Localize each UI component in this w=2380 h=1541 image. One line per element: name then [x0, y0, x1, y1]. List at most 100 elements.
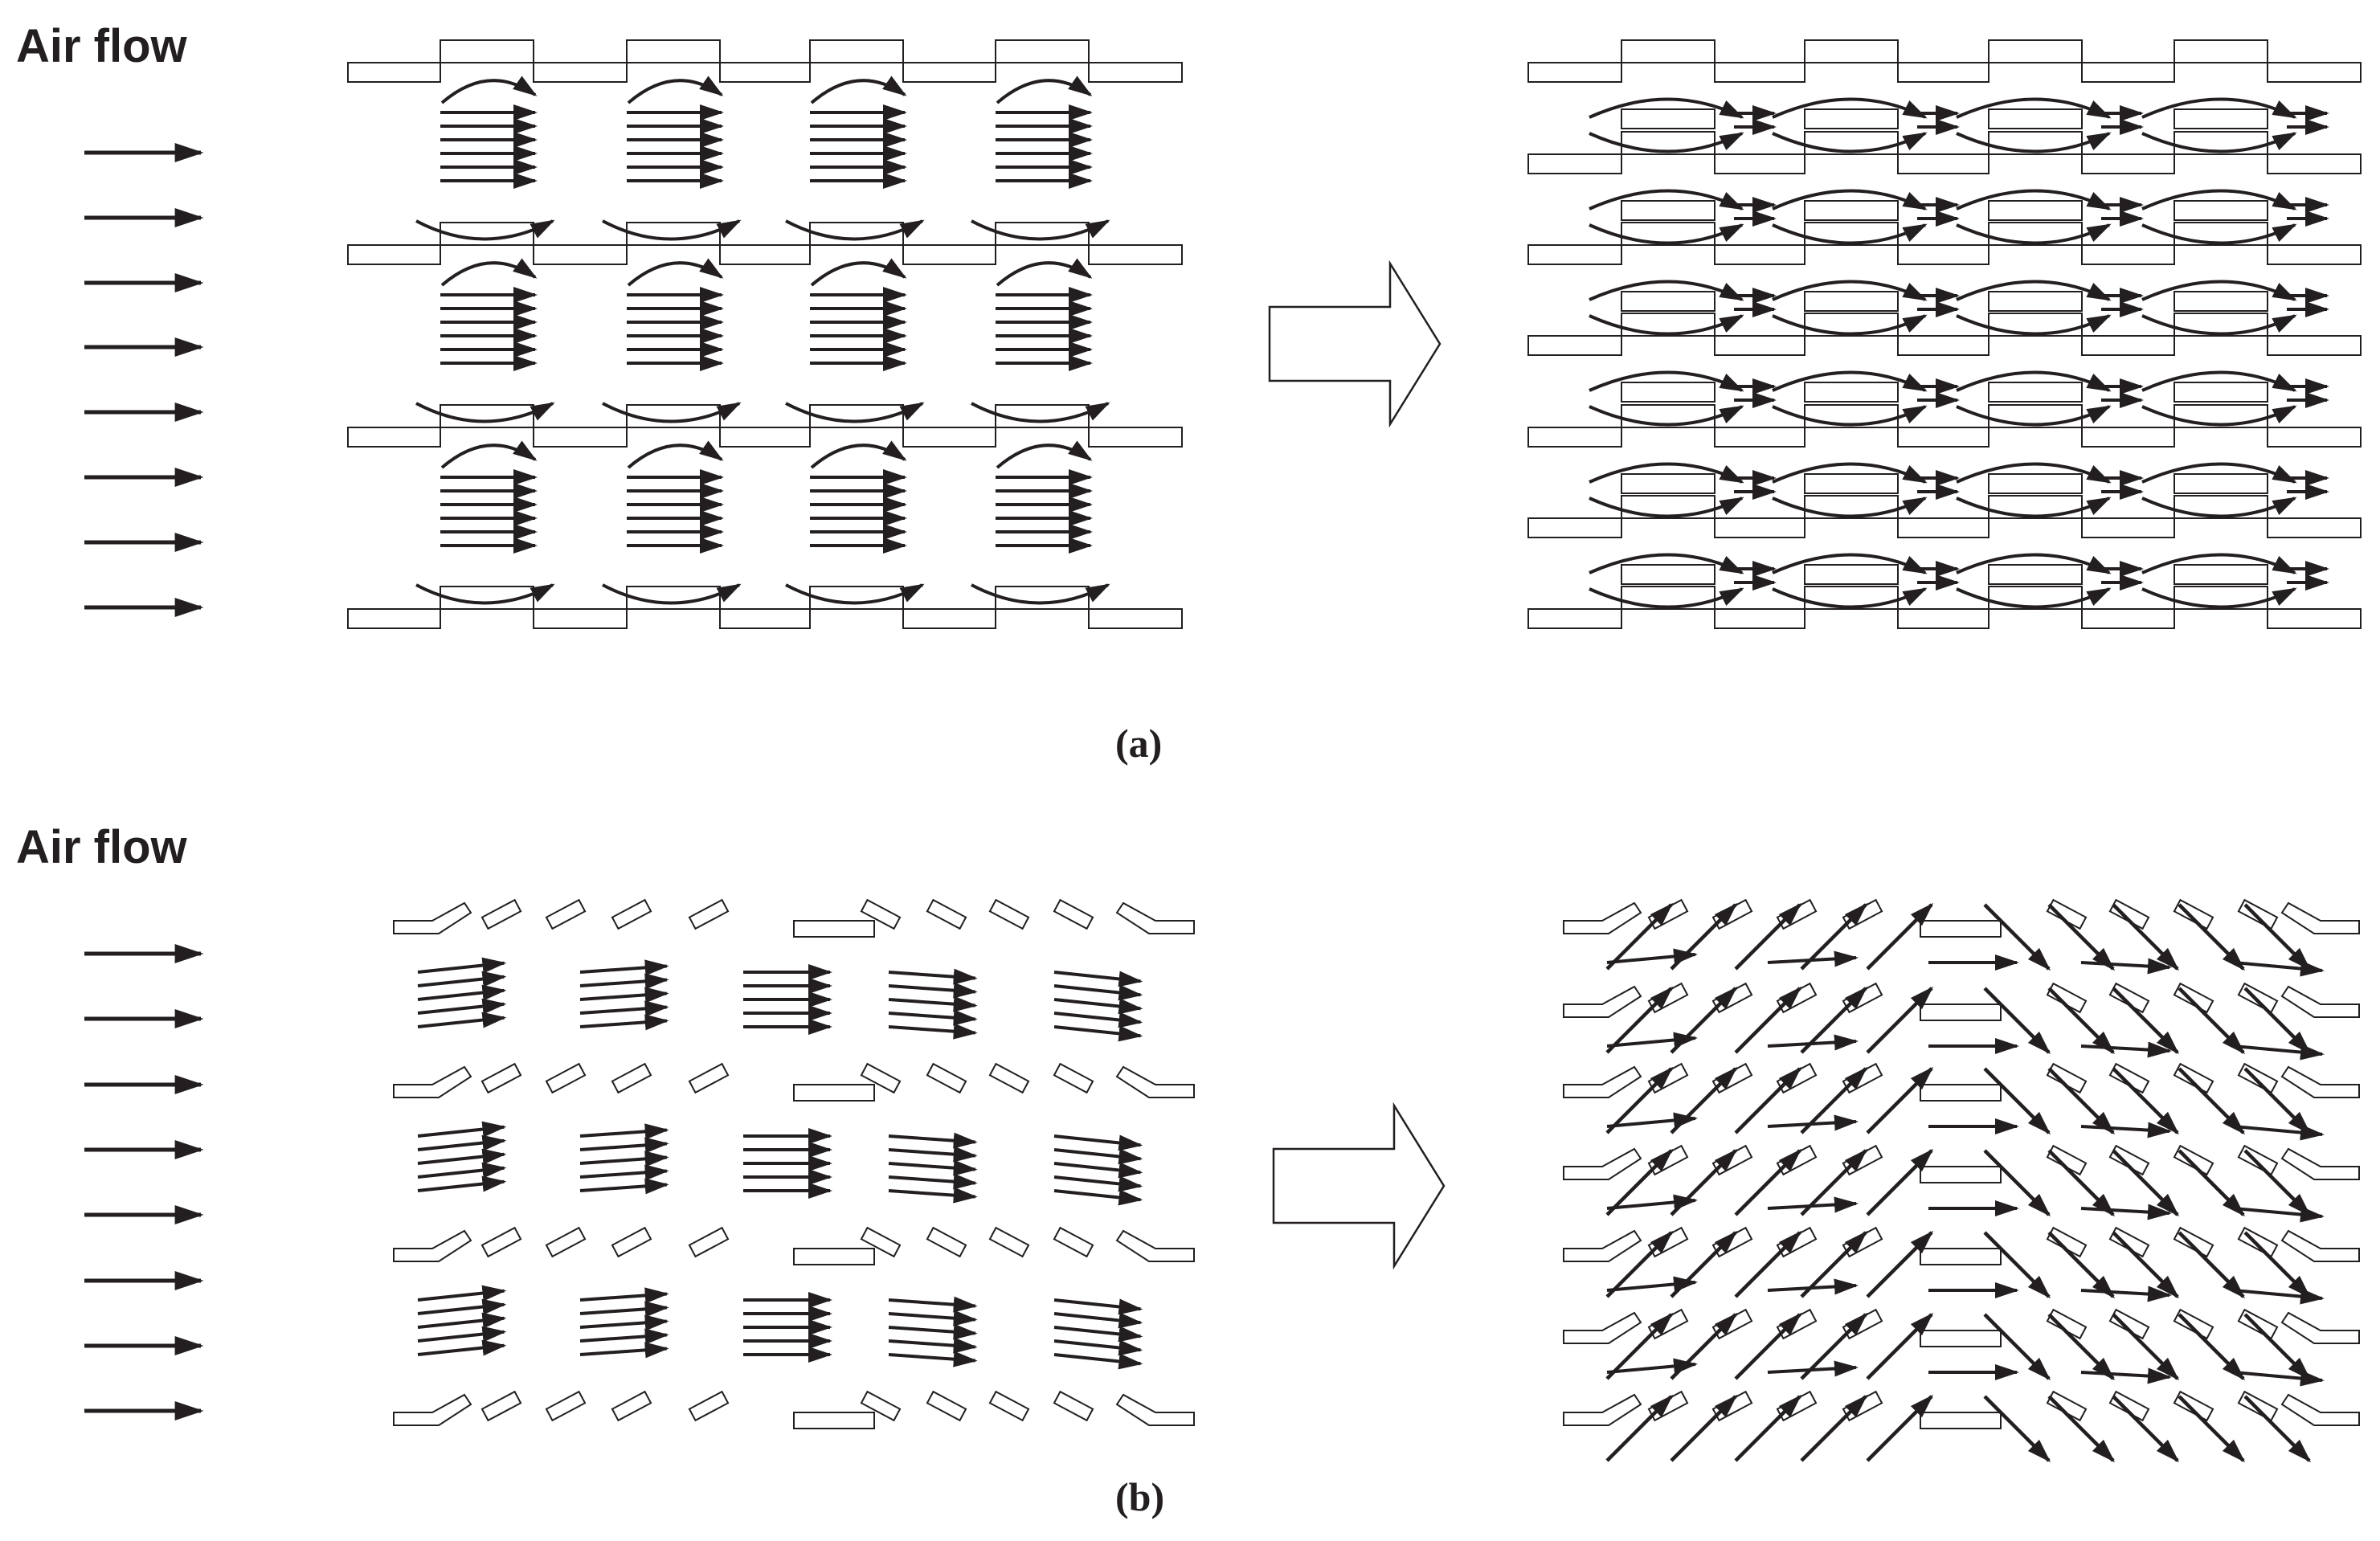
fin-segment	[1527, 517, 1622, 538]
flow-arrow	[1800, 1394, 1868, 1462]
flow-arc	[2141, 97, 2297, 119]
louver	[1053, 1226, 1094, 1258]
flow-arrow	[2080, 1367, 2172, 1384]
flow-arc	[1589, 97, 1744, 119]
flow-arrow	[2080, 958, 2172, 975]
fin-segment	[1088, 244, 1183, 265]
fin-segment	[1714, 427, 1805, 448]
louver	[860, 898, 902, 930]
flow-arrow	[579, 973, 669, 990]
fin-segment	[902, 62, 996, 83]
offset-strip	[995, 39, 1090, 63]
louver	[2237, 1308, 2279, 1340]
flow-arrow	[579, 1342, 669, 1359]
flow-arrow	[417, 1326, 507, 1343]
flow-arrow	[1866, 1148, 1934, 1216]
offset-strip	[1621, 39, 1715, 63]
louver	[1647, 1226, 1689, 1258]
louver	[926, 1226, 967, 1258]
flow-arrow	[417, 1012, 507, 1028]
louver	[2108, 898, 2150, 930]
offset-strip	[1804, 108, 1899, 129]
flow-arrow	[1605, 1312, 1674, 1380]
flow-arrow	[2178, 1313, 2246, 1381]
louver	[860, 1390, 902, 1422]
fin-segment	[1527, 427, 1622, 448]
louver	[1711, 1226, 1753, 1258]
flow-arc	[1772, 132, 1928, 153]
incoming-air-arrows-a	[84, 143, 204, 617]
louver	[1842, 1062, 1883, 1094]
flow-arrow	[1866, 1394, 1934, 1462]
flow-arrow	[2047, 903, 2116, 971]
louver	[2237, 898, 2279, 930]
caption-a: (a)	[1115, 721, 1163, 766]
offset-strip	[1621, 382, 1715, 403]
fin-segment	[2081, 517, 2175, 538]
flow-arc	[440, 440, 538, 469]
louver	[1647, 1308, 1689, 1340]
flow-arc	[1589, 223, 1744, 245]
louver	[480, 1390, 522, 1422]
louver	[1776, 898, 1818, 930]
fin-segment	[1088, 608, 1183, 629]
flow-arc	[785, 402, 925, 423]
fin-end	[1115, 901, 1195, 934]
offset-strip	[1621, 473, 1715, 494]
flow-arrow	[1053, 1148, 1143, 1165]
louver	[988, 898, 1030, 930]
fin-segment	[1527, 62, 1622, 83]
flow-arrow	[888, 1159, 978, 1176]
louver	[926, 1062, 967, 1094]
fin-segment	[1897, 335, 1989, 356]
flow-arc	[2141, 587, 2297, 609]
flow-arrow	[2112, 1395, 2180, 1463]
fin-segment	[2081, 608, 2175, 629]
offset-strip	[2173, 108, 2268, 129]
louver	[1053, 1062, 1094, 1094]
flow-arrow	[579, 1137, 669, 1154]
flow-arrow	[1605, 902, 1674, 971]
fin-segment	[719, 608, 811, 629]
fin-end	[1115, 1393, 1195, 1426]
flow-arrow	[888, 1023, 978, 1040]
offset-strip	[1804, 200, 1899, 221]
flow-arrow	[1983, 1395, 2051, 1463]
fin-segment	[1527, 244, 1622, 265]
flow-arc	[602, 219, 742, 241]
flow-arc	[627, 76, 724, 104]
flow-arc	[415, 583, 555, 605]
flow-arc	[1772, 314, 1928, 336]
flow-arc	[1589, 132, 1744, 153]
fin-end	[1563, 1065, 1642, 1098]
flow-arrow	[1866, 986, 1934, 1054]
flow-arrow	[888, 1173, 978, 1190]
flow-arc	[1589, 189, 1744, 211]
flow-arrow	[2112, 1149, 2180, 1217]
flow-arrow	[1606, 1358, 1698, 1375]
fin-end	[393, 1229, 472, 1262]
flow-arrow	[579, 959, 669, 976]
louver	[2108, 1062, 2150, 1094]
flow-arc	[1956, 405, 2112, 427]
flow-arrow	[1605, 986, 1674, 1054]
flow-arc	[2141, 553, 2297, 574]
louver	[1647, 1062, 1689, 1094]
flow-arrow	[888, 1296, 978, 1313]
louver	[988, 1062, 1030, 1094]
offset-strip	[1988, 291, 2083, 312]
fin-end	[1115, 1065, 1195, 1098]
offset-strip	[1621, 108, 1715, 129]
flow-arrow	[888, 1323, 978, 1340]
louver	[1776, 1226, 1818, 1258]
flow-arrow	[888, 982, 978, 999]
fin-segment	[347, 427, 441, 448]
louver	[611, 1062, 652, 1094]
flow-arc	[1772, 97, 1928, 119]
flow-arc	[1589, 370, 1744, 392]
flow-arrow	[1605, 1148, 1674, 1216]
flow-arrow	[417, 971, 507, 987]
fin-segment	[902, 427, 996, 448]
flow-arrow	[2178, 903, 2246, 971]
flow-arc	[2141, 405, 2297, 427]
